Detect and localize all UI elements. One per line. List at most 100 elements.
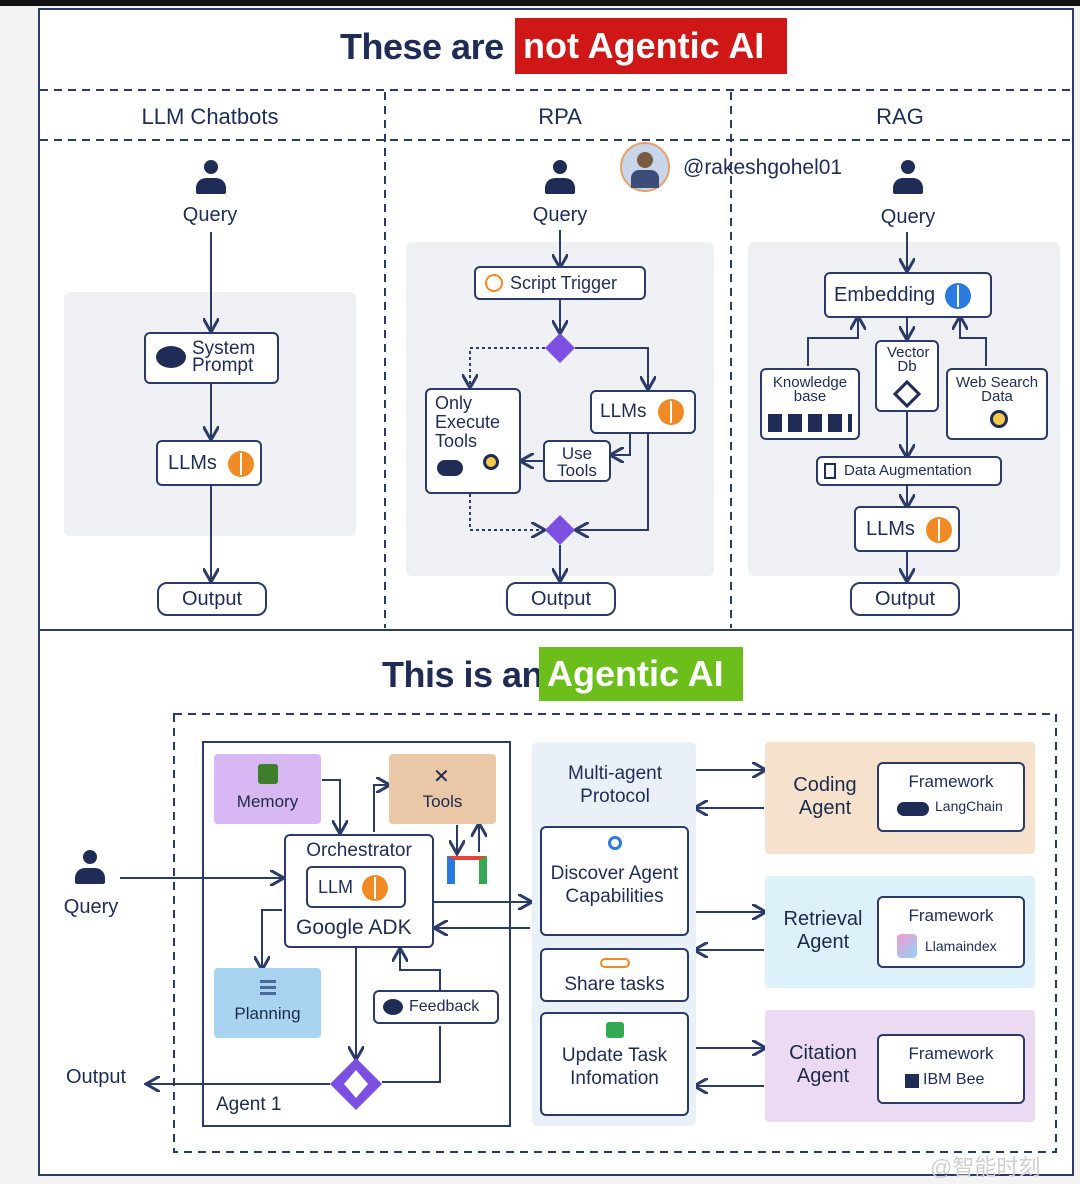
planning-box: Planning bbox=[214, 968, 321, 1038]
langchain-icon bbox=[897, 802, 929, 816]
trigger-icon bbox=[485, 274, 503, 292]
brain-icon bbox=[228, 450, 255, 477]
rag-user-icon bbox=[893, 160, 923, 196]
share-box: Share tasks bbox=[540, 948, 689, 1002]
script-trigger-label: Script Trigger bbox=[510, 273, 618, 293]
column-llm-chatbots: LLM Chatbots bbox=[141, 104, 279, 129]
retrieval-tool-label: Llamaindex bbox=[925, 938, 997, 954]
rag-output: Output bbox=[850, 582, 960, 616]
top-title-highlight: not Agentic AI bbox=[515, 18, 787, 74]
tools-box: ✕ Tools bbox=[389, 754, 496, 824]
rag-llms-label: LLMs bbox=[866, 518, 915, 540]
brain-icon bbox=[926, 516, 953, 543]
rpa-output: Output bbox=[506, 582, 616, 616]
chip-icon bbox=[258, 764, 278, 784]
memory-box: Memory bbox=[214, 754, 321, 824]
llama-icon bbox=[897, 934, 917, 958]
chatbot-llms-box: LLMs bbox=[156, 440, 262, 486]
signal-icon bbox=[608, 836, 622, 850]
column-rag: RAG bbox=[876, 104, 924, 129]
chatbot-llms-label: LLMs bbox=[168, 452, 217, 474]
vector-db-label: Vector Db bbox=[887, 344, 930, 375]
citation-tool-label: IBM Bee bbox=[923, 1071, 985, 1088]
feedback-box: Feedback bbox=[373, 990, 499, 1024]
gmail-icon bbox=[447, 856, 487, 884]
web-search-data-box: Web Search Data bbox=[946, 368, 1048, 440]
update-label: Update Task Infomation bbox=[561, 1045, 668, 1089]
agent-user-icon bbox=[75, 850, 105, 886]
orchestrator-llm-label: LLM bbox=[318, 877, 354, 897]
tools-icon: ✕ bbox=[433, 766, 450, 788]
embedding-box: Embedding bbox=[824, 272, 992, 318]
chatbot-user-icon bbox=[196, 160, 226, 196]
watermark: @智能时刻 bbox=[930, 1155, 1041, 1180]
list-icon bbox=[260, 980, 276, 996]
brain-icon bbox=[944, 282, 971, 309]
coding-framework-box: Framework LangChain bbox=[877, 762, 1025, 832]
brain-icon bbox=[362, 875, 389, 902]
system-prompt-box: System Prompt bbox=[144, 332, 279, 384]
orchestrator-llm-box: LLM bbox=[306, 866, 406, 908]
data-sources-icon bbox=[768, 414, 852, 432]
rpa-query: Query bbox=[532, 204, 588, 226]
agent-query: Query bbox=[63, 896, 119, 918]
magnifier-icon bbox=[483, 454, 499, 470]
data-augmentation-box: Data Augmentation bbox=[816, 456, 1002, 486]
embedding-label: Embedding bbox=[834, 284, 936, 306]
coding-framework-label: Framework bbox=[908, 772, 994, 791]
rag-llms-box: LLMs bbox=[854, 506, 960, 552]
agent-output: Output bbox=[65, 1066, 127, 1088]
tools-label: Tools bbox=[422, 792, 463, 811]
top-bar bbox=[0, 0, 1080, 6]
bottom-title-prefix: This is an bbox=[382, 654, 544, 695]
cube-icon bbox=[892, 379, 922, 409]
chat-bubble-icon bbox=[383, 999, 403, 1015]
retrieval-agent-card: Retrieval Agent Framework Llamaindex bbox=[765, 876, 1035, 988]
author-avatar bbox=[620, 142, 670, 192]
bottom-title-highlight: Agentic AI bbox=[539, 647, 743, 701]
chatbot-output: Output bbox=[157, 582, 267, 616]
task-icon bbox=[606, 1022, 624, 1038]
update-box: Update Task Infomation bbox=[540, 1012, 689, 1116]
citation-agent-card: Citation Agent Framework IBM Bee bbox=[765, 1010, 1035, 1122]
web-search-data-label: Web Search Data bbox=[955, 374, 1039, 405]
citation-framework-label: Framework bbox=[908, 1044, 994, 1063]
discover-box: Discover Agent Capabilities bbox=[540, 826, 689, 936]
retrieval-framework-box: Framework Llamaindex bbox=[877, 896, 1025, 968]
share-label: Share tasks bbox=[564, 974, 665, 995]
column-rpa: RPA bbox=[538, 104, 582, 129]
coding-agent-card: Coding Agent Framework LangChain bbox=[765, 742, 1035, 854]
script-trigger-box: Script Trigger bbox=[474, 266, 646, 300]
chat-bubble-icon bbox=[156, 346, 186, 368]
brain-icon bbox=[657, 398, 684, 425]
top-title-prefix: These are bbox=[340, 26, 504, 67]
cloud-icon bbox=[437, 460, 463, 476]
vector-db-box: Vector Db bbox=[875, 340, 939, 412]
knowledge-base-box: Knowledge base bbox=[760, 368, 860, 440]
use-tools-box: Use Tools bbox=[543, 440, 611, 482]
system-prompt-label: System Prompt bbox=[192, 338, 256, 376]
rpa-llms-box: LLMs bbox=[590, 390, 696, 434]
data-augmentation-label: Data Augmentation bbox=[844, 462, 972, 479]
retrieval-framework-label: Framework bbox=[908, 906, 994, 925]
rpa-llms-label: LLMs bbox=[600, 401, 647, 422]
agent-1-label: Agent 1 bbox=[216, 1094, 282, 1115]
retrieval-agent-label: Retrieval Agent bbox=[783, 908, 863, 953]
document-icon bbox=[824, 463, 836, 479]
coding-agent-label: Coding Agent bbox=[793, 774, 857, 819]
orchestrator-label: Orchestrator bbox=[306, 840, 412, 861]
only-execute-tools-box: Only Execute Tools bbox=[425, 388, 521, 494]
discover-label: Discover Agent Capabilities bbox=[550, 863, 679, 907]
memory-label: Memory bbox=[236, 792, 299, 811]
author-handle: @rakeshgohel01 bbox=[683, 156, 843, 179]
rag-query: Query bbox=[880, 206, 936, 228]
orchestrator-box: Orchestrator LLM Google ADK bbox=[284, 834, 434, 948]
bee-icon bbox=[905, 1074, 919, 1088]
feedback-label: Feedback bbox=[409, 998, 480, 1015]
link-icon bbox=[600, 958, 630, 968]
google-adk-label: Google ADK bbox=[296, 916, 412, 939]
chatbot-query: Query bbox=[182, 204, 238, 226]
rpa-user-icon bbox=[545, 160, 575, 196]
magnifier-icon bbox=[990, 410, 1008, 428]
